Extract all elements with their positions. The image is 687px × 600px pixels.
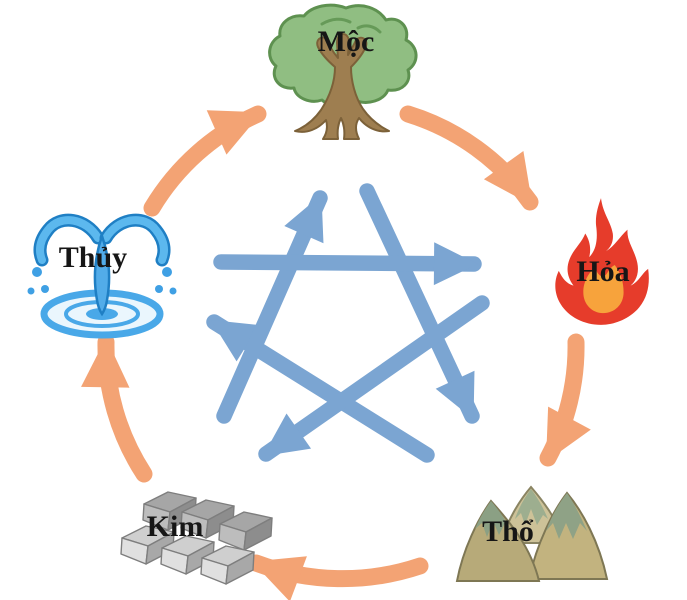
- generating-arrow-earth-to-metal-icon: [247, 554, 429, 600]
- fire-flame-icon: [555, 198, 649, 325]
- water-fountain-icon: [27, 213, 177, 339]
- overcoming-arrow-water-to-fire-icon: [213, 242, 482, 286]
- overcoming-arrow-metal-to-wood-icon: [216, 190, 328, 424]
- metal-blocks-icon: [120, 491, 273, 585]
- overcoming-arrow-fire-to-metal-icon: [258, 295, 490, 462]
- generating-arrow-water-to-wood-icon: [143, 105, 267, 217]
- wood-tree-icon: [268, 3, 418, 140]
- overcoming-arrow-earth-to-water-icon: [206, 314, 435, 463]
- element-wood: Mộc: [260, 0, 432, 142]
- element-earth: Thổ: [447, 477, 617, 595]
- generating-arrow-wood-to-fire-icon: [399, 105, 539, 211]
- element-metal: Kim: [110, 478, 290, 593]
- generating-arrow-metal-to-water-icon: [81, 333, 153, 483]
- generating-arrow-fire-to-earth-icon: [539, 333, 591, 467]
- earth-mountains-icon: [455, 485, 609, 582]
- element-fire: Hỏa: [546, 194, 656, 332]
- overcoming-arrow-wood-to-earth-icon: [359, 183, 480, 424]
- element-water: Thủy: [20, 210, 184, 340]
